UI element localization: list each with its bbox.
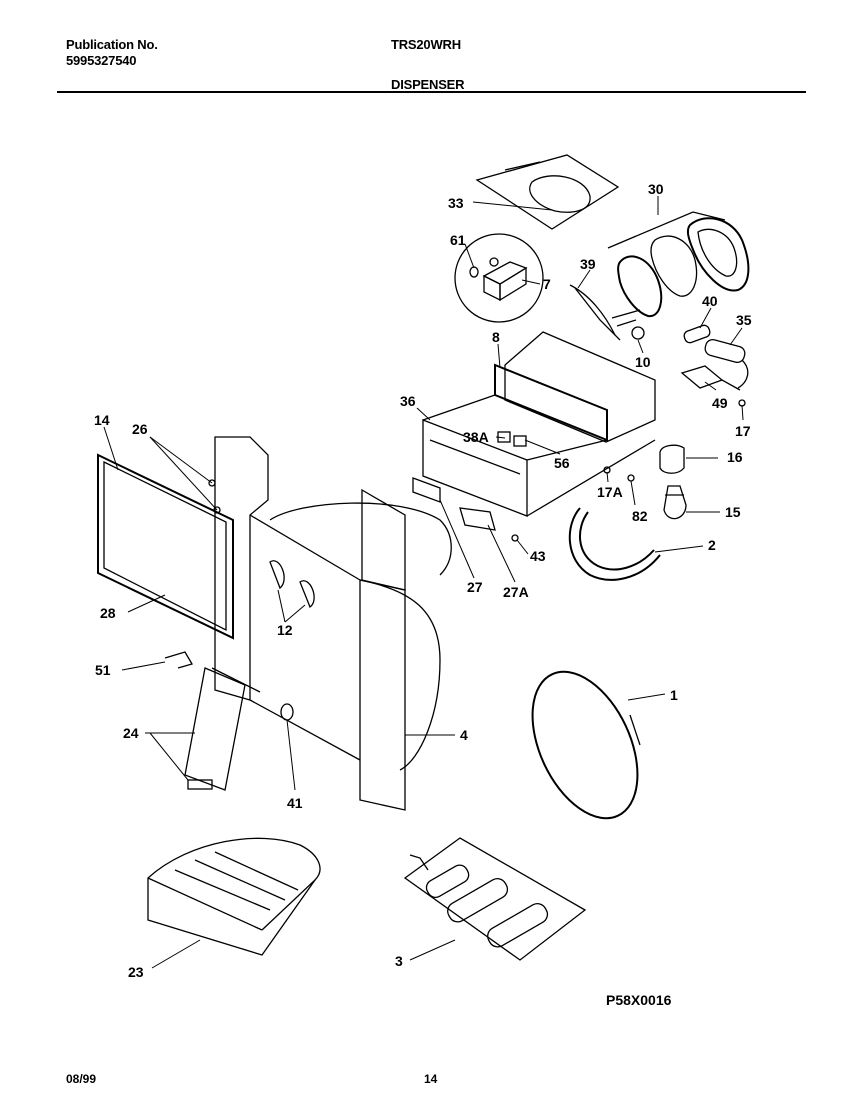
callout-38A: 38A [463,429,489,445]
callout-41: 41 [287,795,303,811]
part-4-ice-container [269,488,452,811]
callout-14: 14 [94,412,110,428]
callout-56: 56 [554,455,570,471]
dispenser-front-panel [214,436,361,761]
callout-35: 35 [736,312,752,328]
callout-43: 43 [530,548,546,564]
revision-date: 08/99 [66,1072,97,1086]
callout-33: 33 [448,195,464,211]
callout-16: 16 [727,449,743,465]
callout-30: 30 [648,181,664,197]
publication-number: 5995327540 [66,53,137,68]
publication-label: Publication No. [66,37,158,52]
part-30-chute-door [607,211,750,318]
hardware-screws [164,399,746,721]
callout-12: 12 [277,622,293,638]
part-2-wire-harness [568,507,661,581]
callout-17: 17 [735,423,751,439]
callout-27A: 27A [503,584,529,600]
callout-36: 36 [400,393,416,409]
leader-lines [103,196,744,969]
header-rule [57,91,806,93]
part-24-actuator-arm [184,667,261,791]
part-14-trim-frame [97,453,234,640]
callout-27: 27 [467,579,483,595]
callout-2: 2 [708,537,716,553]
model-number: TRS20WRH [391,37,461,52]
callout-40: 40 [702,293,718,309]
part-3-heater [403,837,587,961]
callout-17A: 17A [597,484,623,500]
callout-4: 4 [460,727,468,743]
callout-49: 49 [712,395,728,411]
part-23-drip-tray [147,837,321,956]
drawing-code: P58X0016 [606,992,672,1008]
part-1-wire-loop [531,670,641,820]
callout-8: 8 [492,329,500,345]
callout-51: 51 [95,662,111,678]
callout-1: 1 [670,687,678,703]
part-15-lamp [659,444,687,520]
part-36-dispenser-housing [422,331,656,517]
callout-39: 39 [580,256,596,272]
callout-23: 23 [128,964,144,980]
part-7-switch-detail [454,233,544,323]
callout-15: 15 [725,504,741,520]
part-33-cover-plate [475,154,620,230]
page-number: 14 [424,1072,438,1086]
callout-82: 82 [632,508,648,524]
section-title: DISPENSER [391,77,465,92]
part-35-solenoid [569,284,749,391]
callout-3: 3 [395,953,403,969]
callout-labels: 33 30 61 7 39 40 35 8 10 36 49 17 38A 56… [94,181,752,980]
callout-24: 24 [123,725,139,741]
callout-7: 7 [543,276,551,292]
callout-61: 61 [450,232,466,248]
callout-10: 10 [635,354,651,370]
callout-28: 28 [100,605,116,621]
callout-26: 26 [132,421,148,437]
